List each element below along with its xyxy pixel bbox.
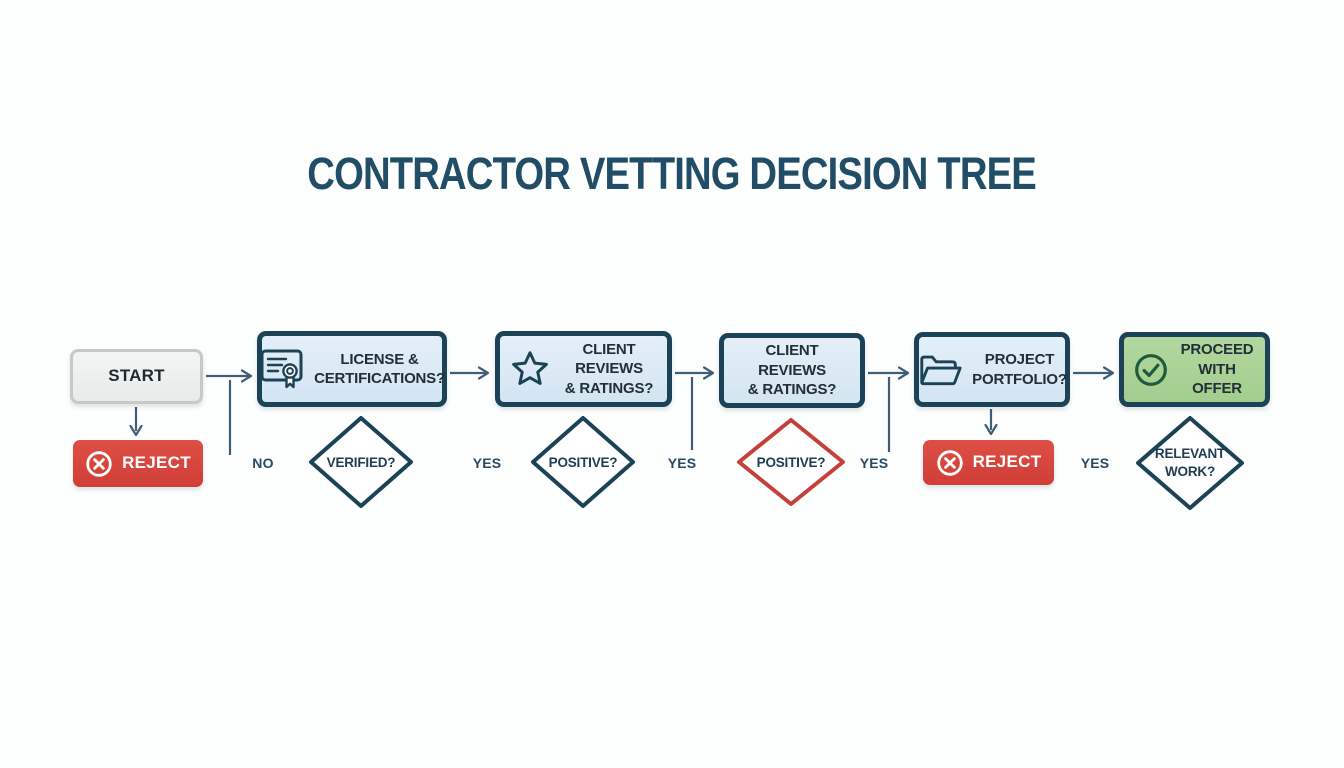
edge-label-yes-1: YES [472, 455, 502, 471]
start-node: START [70, 349, 203, 404]
verified-diamond [309, 416, 413, 508]
client-reviews-node-2: CLIENT REVIEWS & RATINGS? [719, 333, 865, 408]
proceed-with-offer-node: PROCEED WITH OFFER [1119, 332, 1270, 407]
arrowhead-license-to-reviews [477, 366, 490, 380]
star-icon [509, 348, 551, 390]
edge-label-no: NO [252, 455, 274, 471]
reject-node-right: REJECT [923, 440, 1054, 485]
client-reviews-label-1: CLIENT REVIEWS & RATINGS? [564, 340, 654, 397]
edge-label-yes-4: YES [1080, 455, 1110, 471]
arrowhead-start-to-license [240, 369, 253, 383]
positive-diamond-2-label: POSITIVE? [756, 455, 826, 470]
project-portfolio-label: PROJECT PORTFOLIO? [972, 351, 1067, 388]
verified-diamond-label: VERIFIED? [326, 455, 396, 470]
reject-node-right-label: REJECT [972, 452, 1042, 472]
arrowhead-portfolio-to-reject [984, 423, 998, 436]
arrowhead-reviews-to-reviews2 [702, 366, 715, 380]
relevant-work-diamond-label: RELEVANT WORK? [1154, 446, 1226, 479]
folder-icon [917, 350, 963, 390]
page-title-text: CONTRACTOR VETTING DECISION TREE [307, 148, 1037, 199]
project-portfolio-node: PROJECT PORTFOLIO? [914, 332, 1070, 407]
positive-diamond-1 [531, 416, 635, 508]
certificate-icon [259, 347, 305, 391]
arrowhead-portfolio-to-proceed [1102, 366, 1115, 380]
edge-label-yes-3: YES [859, 455, 889, 471]
check-circle-icon [1133, 352, 1169, 388]
proceed-with-offer-label: PROCEED WITH OFFER [1180, 341, 1254, 398]
reject-node-left-label: REJECT [122, 453, 191, 473]
license-certifications-label: LICENSE & CERTIFICATIONS? [314, 350, 445, 388]
positive-diamond-2 [737, 418, 845, 506]
reject-node-left: REJECT [73, 440, 203, 487]
client-reviews-label-2: CLIENT REVIEWS & RATINGS? [747, 342, 837, 399]
edge-label-yes-2: YES [667, 455, 697, 471]
arrowhead-start-to-reject [129, 424, 143, 437]
x-circle-icon [85, 450, 113, 478]
license-certifications-node: LICENSE & CERTIFICATIONS? [257, 331, 447, 407]
relevant-work-diamond [1136, 416, 1244, 510]
positive-diamond-1-label: POSITIVE? [548, 455, 618, 470]
x-circle-icon [936, 449, 964, 477]
start-node-label: START [108, 366, 165, 386]
client-reviews-node-1: CLIENT REVIEWS & RATINGS? [495, 331, 672, 407]
page-title: CONTRACTOR VETTING DECISION TREE [0, 148, 1344, 200]
arrowhead-reviews2-to-portfolio [897, 366, 910, 380]
